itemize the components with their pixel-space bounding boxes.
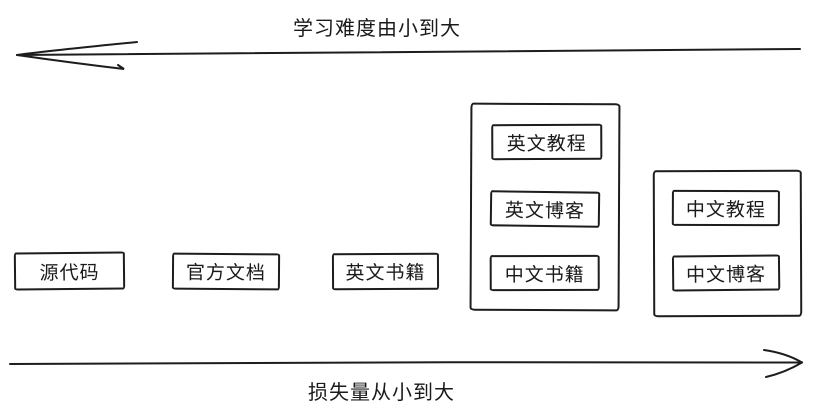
box-chinese-tutorials-label: 中文教程 bbox=[685, 199, 766, 221]
box-english-blogs-label: 英文博客 bbox=[504, 199, 586, 223]
box-source-code: 源代码 bbox=[13, 251, 126, 291]
difficulty-axis-label: 学习难度由小到大 bbox=[293, 18, 461, 40]
box-chinese-books-label: 中文书籍 bbox=[504, 264, 585, 286]
box-english-tutorials-label: 英文教程 bbox=[506, 133, 587, 155]
loss-axis-label: 损失量从小到大 bbox=[308, 382, 455, 404]
box-official-docs: 官方文档 bbox=[171, 252, 281, 291]
box-english-books: 英文书籍 bbox=[331, 252, 440, 291]
group-chinese-sources: 中文教程 中文博客 bbox=[652, 169, 803, 318]
box-official-docs-label: 官方文档 bbox=[185, 262, 267, 285]
box-source-code-label: 源代码 bbox=[39, 262, 100, 284]
box-chinese-books: 中文书籍 bbox=[489, 254, 600, 292]
box-chinese-blogs: 中文博客 bbox=[671, 254, 781, 292]
group-english-sources: 英文教程 英文博客 中文书籍 bbox=[469, 102, 621, 312]
difficulty-arrow-left bbox=[16, 41, 801, 70]
box-chinese-blogs-label: 中文博客 bbox=[686, 264, 767, 286]
box-english-blogs: 英文博客 bbox=[489, 190, 601, 228]
box-chinese-tutorials: 中文教程 bbox=[671, 189, 780, 227]
loss-arrow-right bbox=[9, 349, 803, 378]
box-english-books-label: 英文书籍 bbox=[345, 262, 426, 285]
box-english-tutorials: 英文教程 bbox=[491, 123, 603, 161]
